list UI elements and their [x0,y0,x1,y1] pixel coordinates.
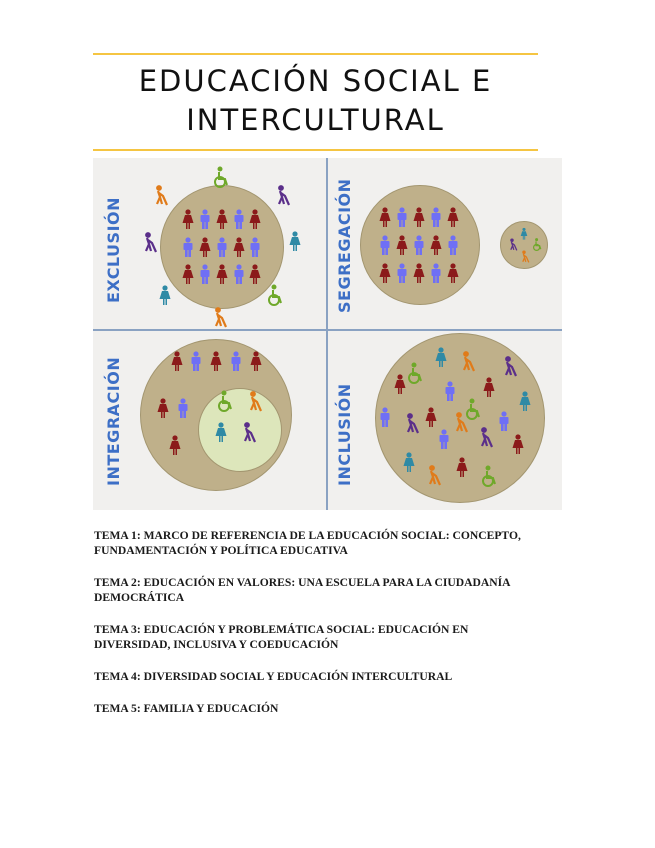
segregation-small-circle [500,221,548,269]
integration-inner-circle [198,388,282,472]
title-line-1: EDUCACIÓN SOCIAL E [138,64,493,98]
topic-item: TEMA 2: EDUCACIÓN EN VALORES: UNA ESCUEL… [94,576,511,604]
title-line-2: INTERCULTURAL [186,103,445,137]
topic-item: TEMA 3: EDUCACIÓN Y PROBLEMÁTICA SOCIAL:… [94,623,469,651]
segregation-people-icon [379,207,542,283]
vertical-divider [326,158,328,510]
topic-item: TEMA 5: FAMILIA Y EDUCACIÓN [94,702,279,715]
topic-item: TEMA 1: MARCO DE REFERENCIA DE LA EDUCAC… [94,529,521,557]
top-rule [93,53,538,55]
inclusion-diagram: EXCLUSIÓN SEGREGACIÓN INTEGRACIÓN INCLUS… [93,158,562,510]
bottom-rule [93,149,538,151]
horizontal-divider [93,329,562,331]
exclusion-people-icon [144,166,301,329]
page-title: EDUCACIÓN SOCIAL E INTERCULTURAL [93,62,538,140]
integration-people-icon [157,351,263,455]
topic-item: TEMA 4: DIVERSIDAD SOCIAL Y EDUCACIÓN IN… [94,670,453,683]
topic-list: TEMA 1: MARCO DE REFERENCIA DE LA EDUCAC… [94,528,554,733]
inclusion-people-icon [380,347,531,487]
